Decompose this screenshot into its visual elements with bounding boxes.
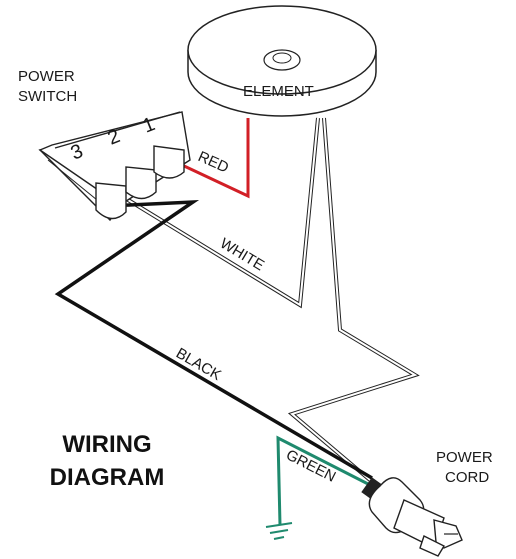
diagram-title-line1: WIRING bbox=[62, 431, 152, 458]
power-switch: 3 2 1 bbox=[38, 111, 191, 222]
power-cord-label-line1: POWER bbox=[436, 449, 493, 466]
switch-terminal-1-tab bbox=[153, 145, 185, 179]
switch-terminal-2-tab bbox=[125, 166, 157, 200]
diagram-title-line2: DIAGRAM bbox=[49, 464, 165, 491]
white-wire bbox=[118, 117, 320, 309]
black-wire bbox=[54, 199, 373, 480]
element bbox=[187, 5, 377, 117]
ground-icon bbox=[265, 522, 293, 540]
power-switch-label-line2: SWITCH bbox=[18, 88, 77, 105]
power-switch-label-line1: POWER bbox=[18, 68, 75, 85]
red-wire bbox=[181, 118, 250, 199]
element-to-cord-wire bbox=[287, 117, 420, 482]
switch-terminal-3-tab bbox=[95, 182, 127, 220]
element-label: ELEMENT bbox=[243, 83, 314, 100]
diagram-title: WIRING DIAGRAM bbox=[22, 428, 192, 494]
green-wire bbox=[276, 435, 373, 526]
plug-prong bbox=[419, 535, 445, 557]
power-cord-plug bbox=[361, 477, 463, 557]
power-cord-label-line2: CORD bbox=[445, 469, 489, 486]
